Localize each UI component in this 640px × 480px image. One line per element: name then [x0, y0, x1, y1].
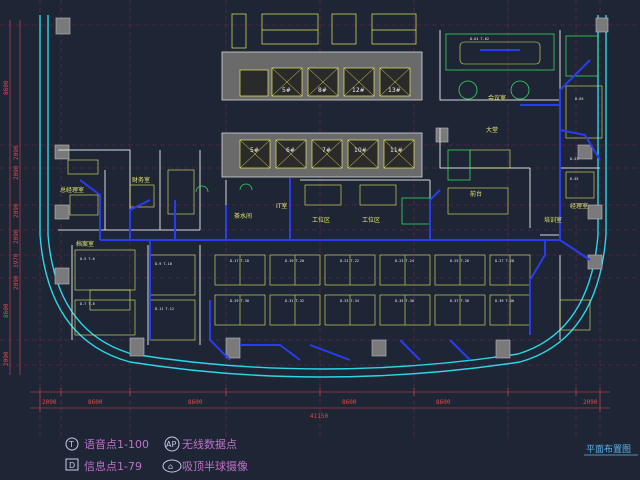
- room-label-finance: 财务室: [132, 176, 150, 184]
- legend-symbol-2: D: [69, 461, 75, 470]
- room-label-tea: 茶水间: [234, 212, 252, 220]
- bottom-dim-6: 2090: [583, 399, 598, 406]
- elevator-label-mid-1: 5#: [250, 147, 259, 154]
- elevator-label-mid-3: 7#: [322, 147, 331, 154]
- top-utility-rooms: [231, 13, 417, 49]
- elevator-label-top-1: 5#: [282, 87, 291, 94]
- voice-point-icon: [65, 437, 79, 451]
- left-dim-8: 8600: [3, 303, 10, 318]
- building-facade: [39, 15, 607, 378]
- network-cabling: [79, 49, 601, 361]
- svg-text:D-39 T-40: D-39 T-40: [495, 299, 514, 303]
- meeting-furniture: [67, 41, 603, 331]
- svg-text:D-29 T-30: D-29 T-30: [230, 299, 249, 303]
- legend-label-3: 无线数据点: [182, 437, 237, 451]
- elevator-label-top-3: 12#: [352, 87, 365, 94]
- room-label-it: IT室: [276, 202, 287, 210]
- drawing-title: 平面布置图: [586, 443, 631, 455]
- legend: T 语音点1-100 D 信息点1-79 AP 无线数据点 ⌂ 吸顶半球摄像: [65, 436, 248, 473]
- svg-text:D-61 T-62: D-61 T-62: [470, 37, 489, 41]
- elevator-label-top-4: 13#: [388, 87, 401, 94]
- legend-label-1: 语音点1-100: [84, 437, 149, 451]
- elevator-label-top-2: 8#: [318, 87, 327, 94]
- dome-camera-icon: [162, 459, 182, 473]
- legend-symbol-3: AP: [166, 440, 176, 449]
- info-point-markers: D-17 T-18 D-19 T-20 D-21 T-22 D-23 T-24 D-…: [80, 37, 583, 311]
- svg-text:D-7 T-8: D-7 T-8: [80, 302, 95, 306]
- svg-text:D-55: D-55: [570, 177, 578, 181]
- left-dim-6: 3970: [13, 253, 20, 268]
- svg-text:D-5 T-6: D-5 T-6: [80, 257, 95, 261]
- svg-text:D-27 T-28: D-27 T-28: [495, 259, 514, 263]
- left-dim-5: 2090: [13, 229, 20, 244]
- overall-dim: 41150: [310, 413, 328, 420]
- svg-text:D-53: D-53: [570, 157, 578, 161]
- legend-label-2: 信息点1-79: [84, 459, 142, 473]
- room-label-archive: 档案室: [76, 240, 94, 248]
- svg-text:D-9 T-10: D-9 T-10: [155, 262, 172, 266]
- svg-text:D-65: D-65: [575, 97, 583, 101]
- wireless-ap-icon: [164, 436, 180, 452]
- svg-text:D-19 T-20: D-19 T-20: [285, 259, 304, 263]
- room-label-meeting: 会议室: [488, 94, 506, 102]
- room-label-reception: 前台: [470, 190, 482, 198]
- elevator-label-mid-4: 10#: [354, 147, 367, 154]
- left-dim-7: 2090: [13, 275, 20, 290]
- legend-label-4: 吸顶半球摄像: [182, 459, 248, 473]
- room-label-workstation-b: 工位区: [362, 216, 380, 224]
- svg-text:D-17 T-18: D-17 T-18: [230, 259, 249, 263]
- legend-symbol-4: ⌂: [168, 462, 173, 471]
- bottom-dim-5: 8600: [436, 399, 451, 406]
- left-dim-9: 2090: [3, 351, 10, 366]
- elevator-x-marks-top: [271, 67, 411, 97]
- room-label-workstation-a: 工位区: [312, 216, 330, 224]
- left-dim-2: 2090: [13, 145, 20, 160]
- bottom-dim-4: 8600: [342, 399, 357, 406]
- svg-text:D-31 T-32: D-31 T-32: [285, 299, 304, 303]
- structural-columns: [54, 17, 609, 359]
- svg-text:D-25 T-26: D-25 T-26: [450, 259, 469, 263]
- room-label-manager: 经理室: [570, 202, 588, 210]
- elevator-label-mid-2: 6#: [286, 147, 295, 154]
- left-dim-1: 8600: [3, 80, 10, 95]
- bottom-dimension-chain: 2090 8600 8600 8600 8600 2090 41150: [30, 388, 610, 420]
- svg-text:D-37 T-38: D-37 T-38: [450, 299, 469, 303]
- elevator-x-marks-mid: [239, 139, 415, 169]
- left-dim-4: 2090: [13, 203, 20, 218]
- elevator-label-mid-5: 11#: [390, 147, 403, 154]
- room-labels: 大堂 会议室 前台 总经理室 财务室 IT室 工位区 工位区 茶水间 经理室 培…: [60, 94, 588, 248]
- left-dimension-chain: 8600 2090 2090 2090 2090 3970 2090 8600 …: [3, 20, 21, 375]
- svg-text:D-23 T-24: D-23 T-24: [395, 259, 414, 263]
- legend-symbol-1: T: [68, 440, 74, 449]
- bottom-dim-1: 2090: [42, 399, 57, 406]
- svg-text:D-21 T-22: D-21 T-22: [340, 259, 359, 263]
- svg-text:D-35 T-36: D-35 T-36: [395, 299, 414, 303]
- data-point-icon: [65, 458, 79, 471]
- svg-text:D-11 T-12: D-11 T-12: [155, 307, 174, 311]
- room-label-office: 总经理室: [60, 186, 84, 194]
- workstation-clusters: [74, 249, 531, 341]
- bottom-dim-2: 8600: [88, 399, 103, 406]
- drawing-title-block: 平面布置图: [584, 443, 638, 456]
- room-label-training: 培训室: [544, 216, 562, 224]
- left-dim-3: 2090: [13, 165, 20, 180]
- bottom-dim-3: 8600: [188, 399, 203, 406]
- svg-text:D-33 T-34: D-33 T-34: [340, 299, 359, 303]
- room-label-lobby: 大堂: [486, 126, 498, 134]
